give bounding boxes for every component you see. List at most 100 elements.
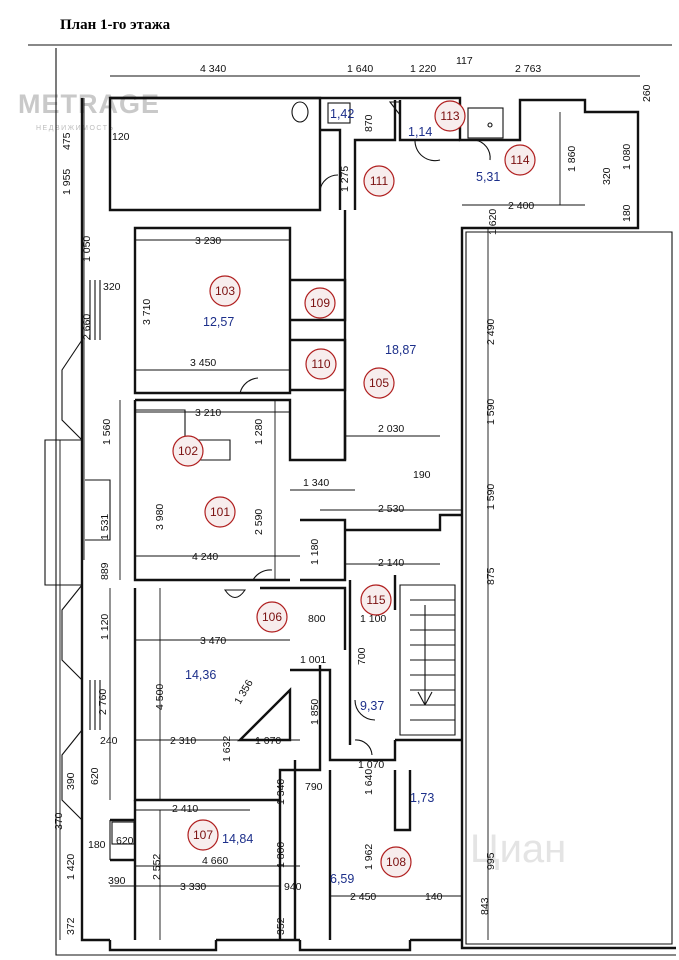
- outer-walls: [44, 48, 676, 956]
- dim-label: 1 356: [232, 678, 256, 707]
- room-marker: 103: [209, 275, 241, 307]
- dim-label: 240: [100, 735, 118, 747]
- dim-label: 3 710: [141, 299, 153, 325]
- dim-label: 4 660: [202, 855, 228, 867]
- dim-label: 3 230: [195, 235, 221, 247]
- room-marker: 110: [305, 348, 337, 380]
- staircase: [135, 409, 456, 736]
- dim-label: 1 070: [255, 735, 281, 747]
- room-number: 107: [193, 828, 213, 842]
- dim-label: 190: [413, 469, 431, 481]
- corner-sink-icon: [388, 101, 401, 117]
- interior-walls: [109, 100, 462, 940]
- dim-label: 1 962: [363, 844, 375, 870]
- dim-label: 1 280: [253, 419, 265, 445]
- dim-label: 2 310: [170, 735, 196, 747]
- watermark-secondary: Циан: [470, 827, 566, 871]
- dim-label: 2 450: [350, 891, 376, 903]
- room-marker: 108: [380, 846, 412, 878]
- dim-label: 889: [99, 562, 111, 580]
- dim-label: 995: [485, 852, 497, 870]
- room-number: 108: [386, 855, 406, 869]
- dim-label: 1 275: [339, 166, 351, 192]
- dim-label: 1 050: [81, 236, 93, 262]
- dim-label: 2 400: [508, 200, 534, 212]
- dim-label: 790: [305, 781, 323, 793]
- dim-label: 3 330: [180, 881, 206, 893]
- dim-label: 4 500: [154, 684, 166, 710]
- room-number: 106: [262, 610, 282, 624]
- dim-label: 1 800: [275, 842, 287, 868]
- dim-label: 140: [425, 891, 443, 903]
- room-number: 103: [215, 284, 235, 298]
- dim-label: 2 590: [253, 509, 265, 535]
- dim-label: 1 640: [347, 63, 373, 75]
- area-label: 1,73: [410, 791, 434, 805]
- dim-label: 1 340: [275, 779, 287, 805]
- room-marker: 115: [360, 584, 392, 616]
- dim-label: 1 620: [487, 209, 499, 235]
- dim-label: 3 450: [190, 357, 216, 369]
- dim-label: 2 552: [151, 854, 163, 880]
- dim-label: 390: [65, 772, 77, 790]
- dim-label: 2 490: [485, 319, 497, 345]
- dim-label: 1 850: [309, 699, 321, 725]
- room-number: 114: [510, 153, 529, 167]
- dim-label: 2 410: [172, 803, 198, 815]
- dimension-labels: 4 340 1 640 1 220 117 2 763 260 870 1 08…: [53, 55, 653, 935]
- dim-label: 320: [601, 167, 613, 185]
- dim-label: 3 470: [200, 635, 226, 647]
- room-number: 110: [311, 357, 330, 371]
- dim-label: 1 632: [221, 736, 233, 762]
- basin-icon: [223, 589, 247, 599]
- sink-icon: [327, 102, 351, 124]
- room-number: 101: [210, 505, 230, 519]
- dim-label: 120: [112, 131, 130, 143]
- dim-label: 180: [621, 204, 633, 222]
- dim-label: 1 070: [358, 759, 384, 771]
- watermark-logo: METRAGE НЕДВИЖИМОСТЬ: [18, 89, 159, 132]
- dim-label: 870: [363, 114, 375, 132]
- dim-label: 2 763: [515, 63, 541, 75]
- dimension-lines: [59, 75, 640, 940]
- watermark-tagline: НЕДВИЖИМОСТЬ: [36, 125, 115, 132]
- room-marker: 111: [363, 165, 395, 197]
- room-marker: 113: [434, 100, 466, 132]
- room-number: 102: [178, 444, 198, 458]
- dim-label: 4 340: [200, 63, 226, 75]
- area-label: 9,37: [360, 699, 384, 713]
- plan-title: План 1-го этажа: [60, 17, 171, 33]
- dim-label: 352: [275, 917, 287, 935]
- room-marker: 107: [187, 819, 219, 851]
- dim-label: 390: [108, 875, 126, 887]
- area-label: 14,84: [222, 832, 253, 846]
- room-areas: 12,57 18,87 14,36 14,84 1,73 1,42 1,14 5…: [185, 107, 500, 886]
- dim-label: 3 210: [195, 407, 221, 419]
- area-label: 1,14: [408, 125, 432, 139]
- dim-label: 620: [89, 767, 101, 785]
- dim-label: 1 340: [303, 477, 329, 489]
- dim-label: 2 140: [378, 557, 404, 569]
- dim-label: 620: [116, 835, 134, 847]
- room-number: 105: [369, 376, 389, 390]
- dim-label: 800: [308, 613, 326, 625]
- dim-label: 1 860: [566, 146, 578, 172]
- dim-label: 1 640: [363, 769, 375, 795]
- room-marker: 109: [304, 287, 336, 319]
- area-label: 18,87: [385, 343, 416, 357]
- dim-label: 2 030: [378, 423, 404, 435]
- dim-label: 4 240: [192, 551, 218, 563]
- dim-label: 1 531: [99, 514, 111, 540]
- dim-label: 2 760: [97, 689, 109, 715]
- dim-label: 1 001: [300, 654, 326, 666]
- room-marker: 105: [363, 367, 395, 399]
- dim-label: 2 660: [81, 314, 93, 340]
- dim-label: 1 590: [485, 399, 497, 425]
- washbasin-icon: [467, 107, 504, 139]
- area-label: 6,59: [330, 872, 354, 886]
- toilet-icon: [291, 101, 309, 123]
- dim-label: 875: [485, 567, 497, 585]
- area-label: 12,57: [203, 315, 234, 329]
- dim-label: 1 420: [65, 854, 77, 880]
- room-marker: 102: [172, 435, 204, 467]
